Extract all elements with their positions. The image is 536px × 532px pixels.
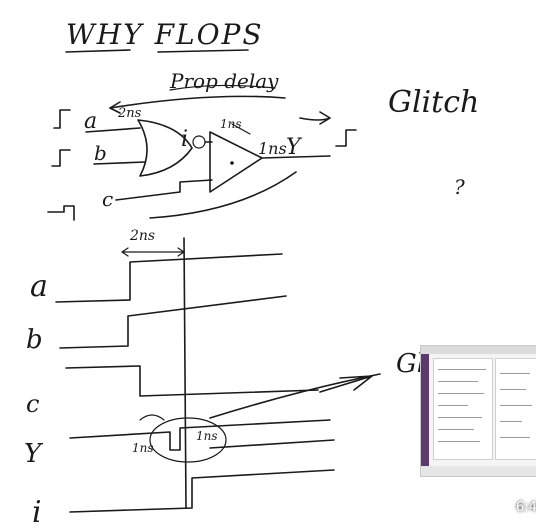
timing-label-b: b	[26, 325, 43, 355]
title-underline-why	[65, 49, 131, 53]
or-gate-delay-label: 2ns	[117, 106, 142, 121]
prop-arrow-lower	[149, 171, 297, 219]
input-a-label: a	[84, 109, 97, 134]
timing-2ns-label: 2ns	[129, 228, 155, 244]
timing-2ns-arrow	[121, 247, 185, 257]
video-timecode: 6:4	[516, 500, 536, 515]
wire-c	[115, 179, 213, 201]
timing-label-i: i	[32, 495, 42, 530]
output-arrow-top	[299, 111, 331, 125]
waveform-c	[65, 365, 319, 397]
glitch-span-arrow	[139, 414, 165, 421]
waveform-i	[69, 469, 335, 513]
waveform-y	[69, 419, 331, 451]
waveform-a	[55, 253, 283, 303]
input-b-label: b	[94, 141, 107, 165]
thumbnail-pane-left	[433, 358, 493, 460]
waveform-b	[59, 295, 287, 349]
timing-label-a: a	[30, 269, 48, 304]
glitch-width-right-label: 1ns	[196, 429, 218, 443]
wire-b	[93, 161, 146, 165]
question-mark: ?	[454, 175, 465, 199]
time-marker-line	[183, 237, 187, 509]
glitch-pointer-arrow	[319, 375, 373, 393]
gate-output-y-label: Y	[286, 135, 303, 160]
input-c-label: c	[102, 187, 113, 211]
or-output-bubble	[192, 135, 206, 149]
glitch-highlight-circle	[149, 417, 227, 463]
glitch-label: Glitch	[388, 85, 479, 120]
wire-a	[85, 127, 141, 133]
thumbnail-dock	[421, 354, 429, 466]
or-gate	[137, 119, 193, 177]
input-a-step	[53, 109, 71, 129]
page-title: WHY FLOPS	[66, 18, 264, 51]
thumbnail-titlebar	[421, 346, 536, 354]
delay-strike	[231, 123, 251, 135]
glitch-width-left-label: 1ns	[132, 441, 154, 455]
and-gate	[209, 131, 263, 193]
thumbnail-pane-right	[495, 358, 536, 460]
and-gate-dot	[230, 161, 234, 165]
waveform-y-tail	[209, 439, 335, 449]
title-underline-flops	[157, 49, 249, 53]
output-delay-label: 1ns	[258, 139, 287, 158]
output-pulse	[335, 129, 357, 147]
prop-delay-underline	[169, 84, 276, 91]
thumbnail-taskbar	[421, 466, 536, 476]
prop-delay-arrow	[109, 95, 286, 109]
timing-label-y: Y	[24, 439, 44, 469]
timing-label-c: c	[26, 390, 39, 418]
and-gate-delay-label: 1ns	[220, 117, 242, 131]
input-c-step	[47, 205, 75, 221]
glitch-link-line	[209, 373, 381, 419]
gate-output-i-label: i	[181, 127, 188, 152]
prop-delay-arrowhead-left	[109, 101, 121, 114]
wire-y	[261, 155, 331, 159]
input-b-step	[51, 149, 71, 167]
prop-delay-label: Prop delay	[169, 69, 279, 93]
screen-share-thumbnail[interactable]	[420, 345, 536, 477]
